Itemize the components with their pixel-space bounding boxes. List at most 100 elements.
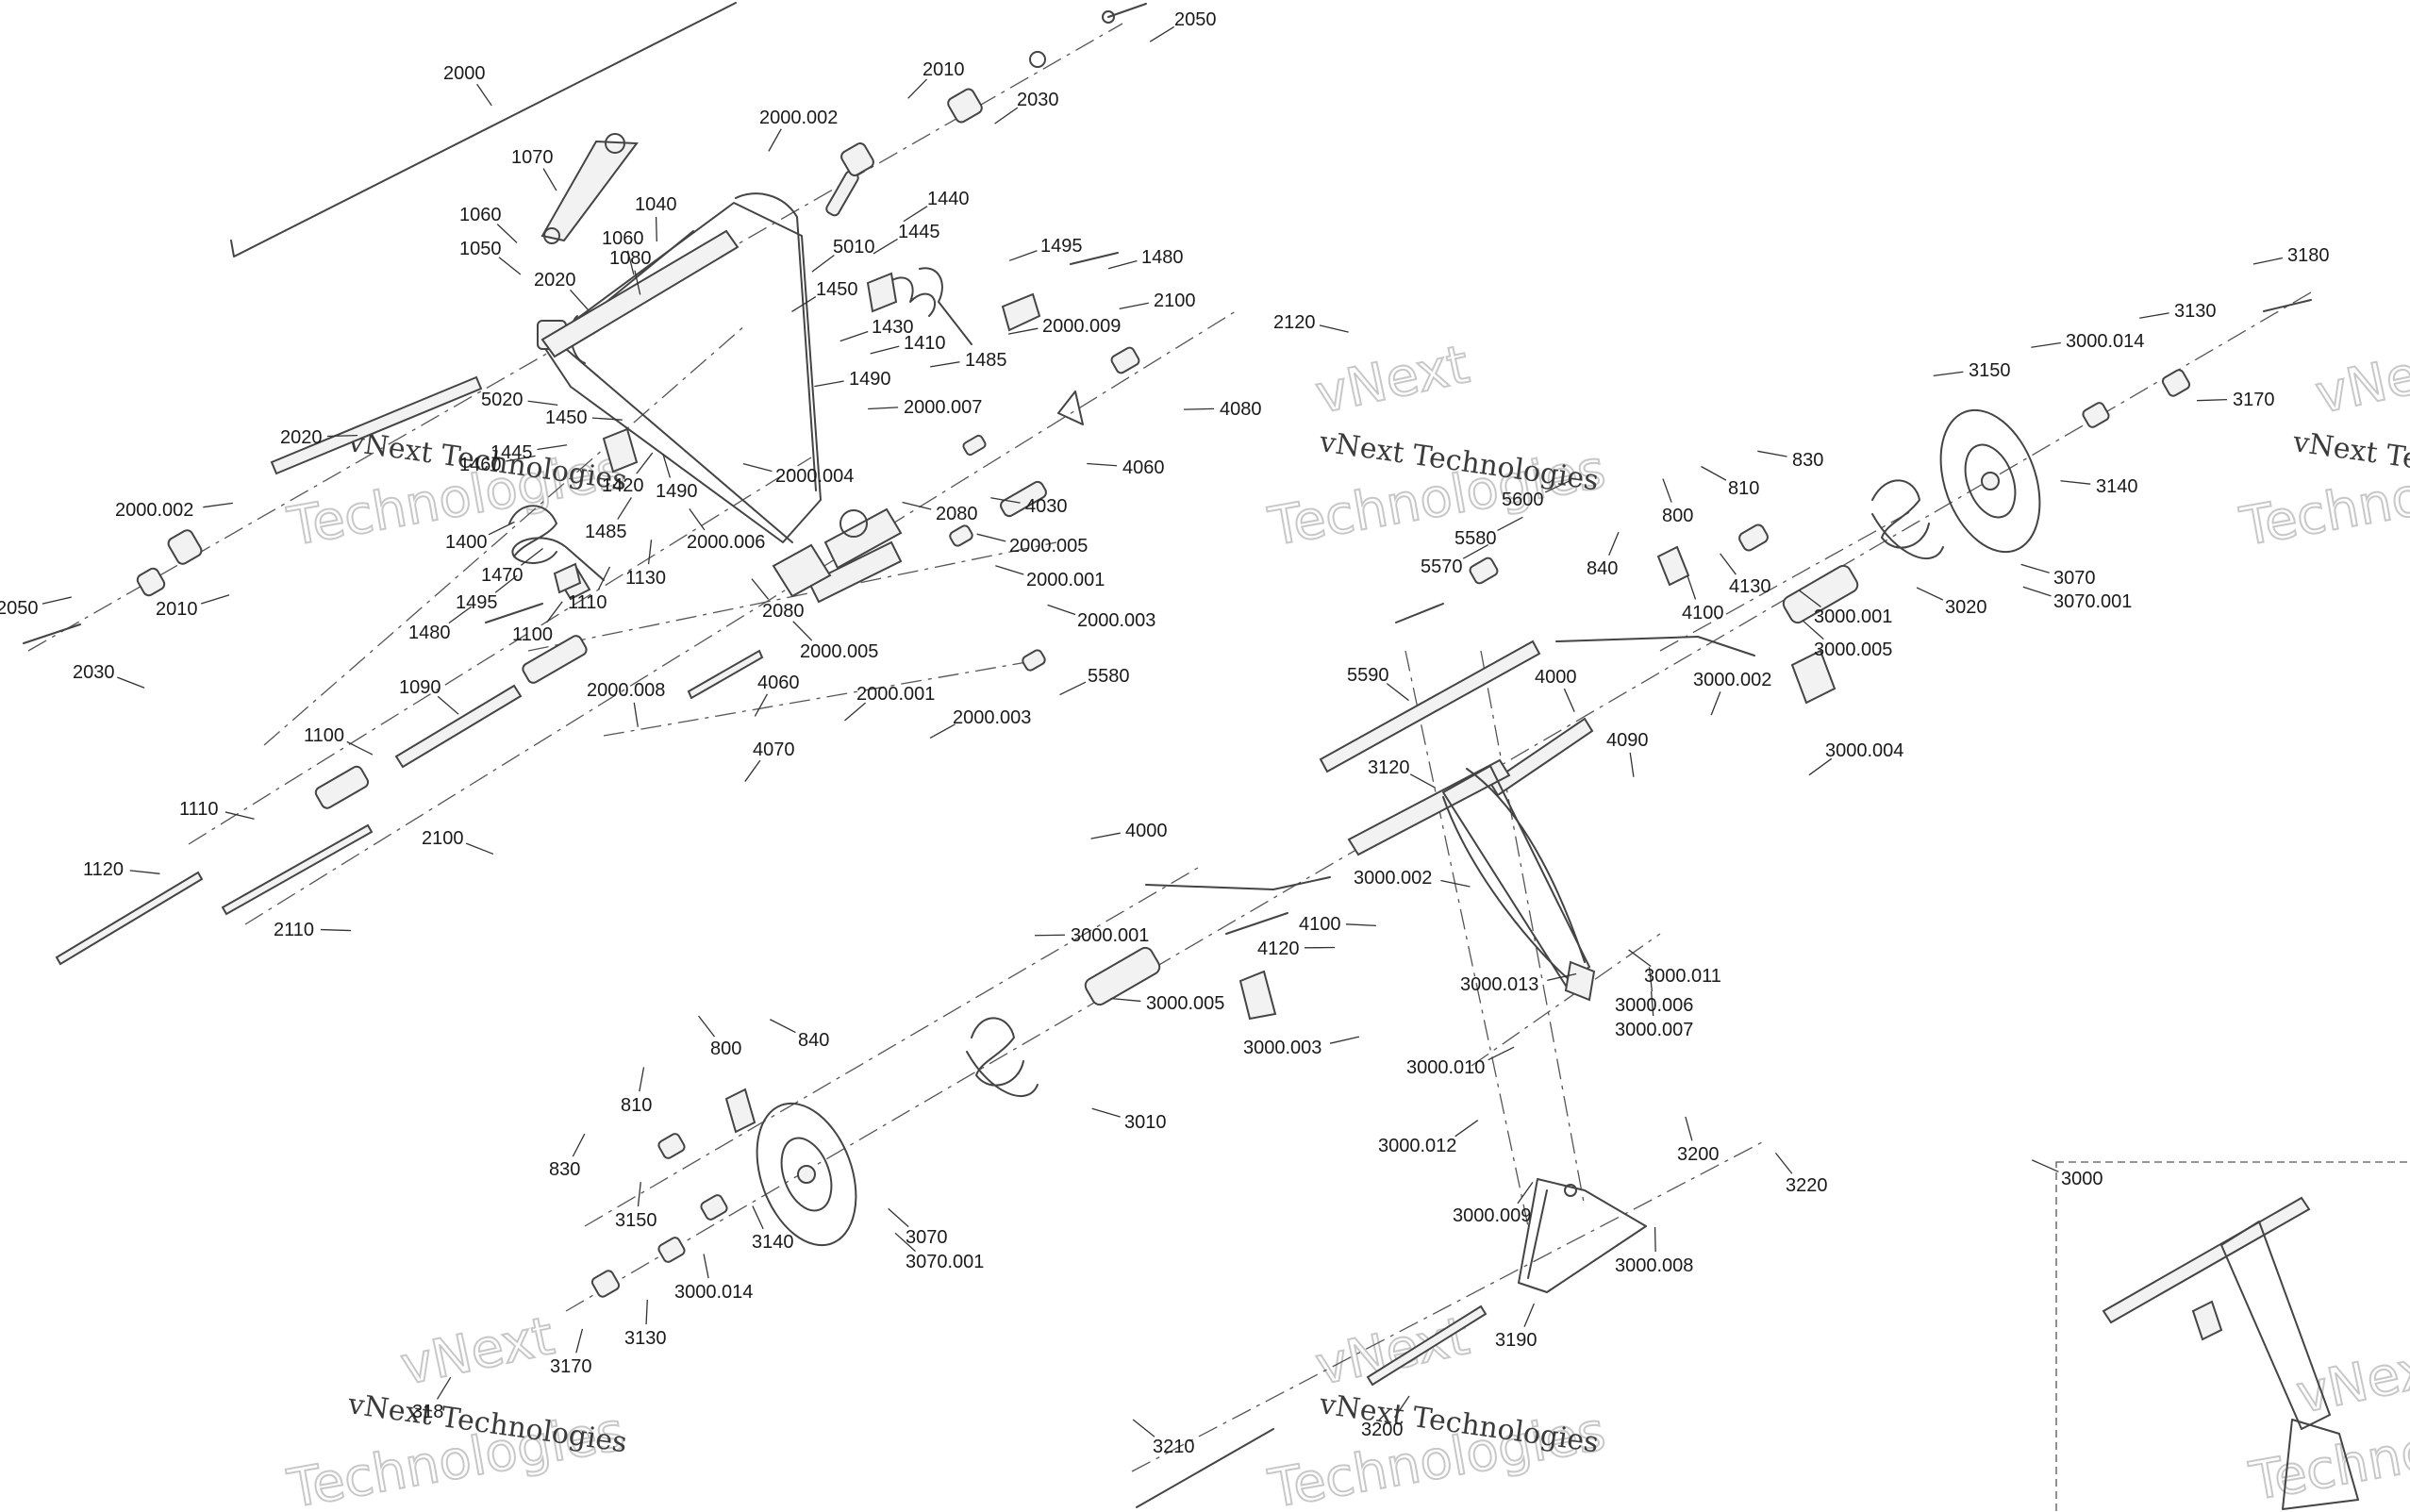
callout: 830 [549, 1159, 580, 1180]
callout: 3000.005 [1146, 993, 1224, 1014]
callout: 5600 [1502, 490, 1544, 510]
callout: 3210 [1153, 1437, 1195, 1457]
leader-line [994, 107, 1019, 125]
callout: 2000.005 [800, 641, 878, 662]
callout: 3000.002 [1693, 670, 1771, 690]
callout: 2020 [280, 427, 323, 448]
callout: 2080 [936, 504, 978, 524]
callout: 1445 [898, 222, 940, 242]
leader-line [662, 453, 672, 478]
callout: 3000.010 [1406, 1057, 1485, 1078]
leader-line [1345, 923, 1376, 927]
leader-line [1517, 1181, 1534, 1205]
leader-line [494, 574, 518, 593]
leader-line [814, 380, 844, 388]
callout: 1130 [625, 568, 666, 589]
callout-labels: 2050 2010 2030 2000 2000.002 1070 1040 1… [0, 9, 2330, 1457]
callout: 3000.008 [1615, 1255, 1693, 1276]
callout: 1050 [459, 239, 502, 259]
callout: 2000.001 [856, 684, 935, 705]
leader-line [569, 289, 589, 310]
leader-line [903, 206, 928, 223]
leader-line [1798, 590, 1821, 607]
leader-line [751, 578, 770, 600]
callout: 3190 [1495, 1330, 1537, 1351]
leader-line [42, 596, 72, 605]
leader-line [346, 740, 374, 756]
callout: 3010 [1124, 1112, 1167, 1133]
callout: 3000.005 [1814, 640, 1892, 660]
callout: 4000 [1125, 821, 1168, 841]
callout: 2000 [443, 63, 486, 84]
leader-line [1184, 407, 1215, 410]
leader-line [1409, 773, 1437, 789]
callout: 3130 [624, 1328, 667, 1349]
callout: 4090 [1606, 730, 1649, 751]
callout: 3000.004 [1825, 740, 1903, 761]
leader-line [2060, 480, 2091, 485]
watermark-big: vNext [395, 1305, 559, 1398]
callout: 2030 [1017, 90, 1059, 110]
callout: 1090 [399, 677, 441, 698]
callout: 3130 [2174, 301, 2217, 322]
leader-line [129, 870, 160, 874]
leader-line [1662, 478, 1672, 503]
leader-line [1009, 250, 1038, 261]
leader-line [1119, 302, 1149, 310]
leader-line [1110, 997, 1141, 1003]
callout: 4120 [1257, 939, 1300, 959]
callout: 2100 [422, 828, 464, 849]
callout: 2120 [1273, 312, 1316, 333]
callout: 800 [1662, 506, 1693, 526]
leader-line [597, 566, 611, 590]
leader-line [929, 723, 956, 739]
leader-line [2139, 312, 2169, 319]
callout: 3140 [2096, 476, 2138, 497]
leader-line [639, 1067, 645, 1092]
watermark-big: vNext [2291, 1334, 2410, 1426]
leader-line [1648, 967, 1654, 992]
callout: 2010 [156, 599, 198, 620]
inset-label: 3000 [2061, 1169, 2103, 1189]
leader-line [203, 502, 233, 508]
leader-line [2197, 398, 2228, 402]
inset-frame [2055, 1161, 2410, 1512]
leader-line [907, 78, 928, 99]
leader-line [1394, 1395, 1410, 1419]
leader-line [506, 455, 536, 462]
leader-line [626, 250, 635, 275]
callout: 4060 [1122, 457, 1165, 478]
leader-line [1774, 1152, 1793, 1174]
callout: 830 [1792, 450, 1823, 471]
leader-line [1687, 575, 1697, 600]
callout: 3170 [2233, 390, 2275, 410]
leader-line [1628, 949, 1652, 968]
leader-line [1803, 620, 1824, 640]
callout: 3000.006 [1615, 995, 1693, 1016]
leader-line [770, 1019, 796, 1034]
leader-line [1544, 479, 1572, 493]
leader-line [689, 508, 706, 531]
leader-line [888, 1207, 909, 1228]
callout: 5580 [1454, 528, 1497, 549]
leader-line [633, 702, 639, 727]
callout: 4060 [757, 673, 800, 693]
callout: 3120 [1368, 757, 1410, 778]
leader-line [930, 361, 960, 368]
leader-line [791, 295, 817, 312]
callout: 5590 [1347, 665, 1389, 686]
callout: 1410 [904, 333, 946, 354]
callout: 2000.001 [1026, 570, 1105, 590]
callout: 840 [1587, 558, 1618, 579]
callout: 4030 [1025, 496, 1068, 517]
callout: 3180 [2287, 245, 2330, 266]
rear-arm-assembly [590, 299, 2312, 1508]
callout: 3200 [1361, 1420, 1404, 1440]
callout: 3000.011 [1644, 966, 1721, 987]
leader-line [1650, 991, 1654, 1017]
leader-line [488, 521, 515, 536]
leader-line [617, 497, 632, 520]
callout: 3070.001 [2053, 591, 2132, 612]
callout: 1120 [83, 859, 124, 880]
